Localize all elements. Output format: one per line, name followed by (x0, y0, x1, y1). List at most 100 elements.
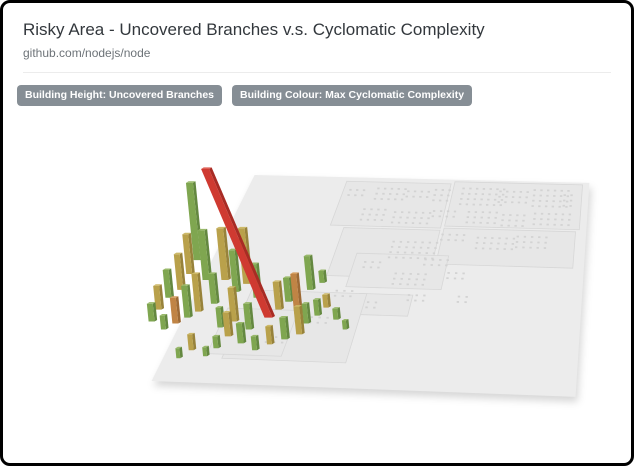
flat-building-dot (387, 256, 391, 259)
flat-building-dot (395, 256, 398, 259)
building-front-face (250, 336, 258, 351)
building-bar[interactable] (146, 301, 158, 322)
building-bar[interactable] (228, 248, 242, 292)
flat-building-dot (310, 316, 314, 318)
flat-building-dot (409, 256, 412, 259)
building-bar[interactable] (265, 324, 275, 345)
flat-building-dot (529, 246, 532, 249)
card-header: Risky Area - Uncovered Branches v.s. Cyc… (3, 3, 631, 74)
flat-building-dot (494, 216, 497, 219)
building-bar[interactable] (290, 272, 303, 314)
flat-building-dot (412, 195, 415, 198)
building-front-face (318, 270, 325, 283)
building-bar[interactable] (303, 254, 316, 290)
building-bar[interactable] (202, 345, 210, 357)
flat-building-dot (519, 190, 523, 193)
flat-building-dot (406, 240, 410, 243)
flat-building-dot (465, 203, 469, 206)
building-top-face (182, 232, 191, 235)
building-front-face (332, 308, 339, 320)
building-front-face (215, 307, 223, 328)
building-bar[interactable] (279, 315, 290, 340)
flat-building-dot (390, 187, 394, 190)
flat-building-dot (504, 201, 507, 203)
building-bar[interactable] (222, 310, 234, 337)
flat-building-dot (427, 190, 430, 193)
building-bar[interactable] (191, 272, 204, 312)
flat-building-dot (544, 241, 547, 244)
building-bar[interactable] (162, 268, 174, 298)
building-front-face (293, 306, 303, 335)
flat-building-dot (544, 205, 548, 208)
flat-building-dot (413, 190, 417, 193)
flat-building-dot (350, 289, 354, 292)
flat-building-dot (421, 299, 425, 302)
flat-building-dot (565, 200, 569, 203)
building-bar[interactable] (216, 226, 231, 280)
building-bar[interactable] (208, 272, 220, 304)
flat-building-dot (522, 241, 526, 243)
building-bar[interactable] (332, 306, 341, 320)
building-bar[interactable] (181, 284, 193, 318)
flat-building-dot (512, 190, 516, 193)
flat-building-dot (420, 190, 424, 193)
flat-building-dot (390, 245, 394, 248)
flat-building-dot (547, 189, 550, 192)
building-bar[interactable] (301, 301, 312, 324)
building-top-face (279, 315, 288, 318)
building-side-face (188, 232, 195, 274)
district-plate (444, 181, 583, 230)
building-bar[interactable] (212, 334, 222, 349)
building-bar[interactable] (159, 313, 169, 330)
building-bar[interactable] (201, 167, 276, 318)
flat-building-dot (404, 188, 407, 190)
code-city-canvas[interactable] (3, 108, 631, 440)
flat-building-dot (560, 189, 563, 192)
flat-building-dot (448, 233, 451, 236)
flat-building-dot (403, 251, 407, 254)
building-bar[interactable] (293, 304, 305, 335)
flat-building-dot (366, 218, 370, 221)
building-top-face (187, 332, 195, 335)
flat-building-dot (432, 209, 436, 212)
flat-building-dot (335, 289, 338, 292)
flat-building-dot (447, 238, 450, 241)
building-bar[interactable] (322, 293, 331, 308)
building-top-face (215, 305, 223, 308)
flat-building-dot (501, 193, 505, 196)
building-bar[interactable] (272, 280, 284, 310)
flat-building-dot (540, 218, 543, 220)
flat-building-dot (499, 204, 502, 206)
building-bar[interactable] (312, 298, 323, 316)
building-top-face (272, 280, 282, 282)
building-bar[interactable] (182, 232, 195, 274)
flat-building-dot (377, 208, 380, 211)
building-bar[interactable] (250, 334, 260, 351)
flat-building-dot (554, 213, 558, 215)
flat-building-dot (428, 241, 432, 244)
building-bar[interactable] (175, 346, 183, 359)
building-bar[interactable] (318, 269, 328, 283)
flat-building-dot (540, 189, 543, 192)
flat-building-dot (489, 187, 492, 190)
code-city-chart-area (3, 108, 631, 440)
flat-building-dot (475, 241, 479, 244)
flat-building-dot (349, 188, 352, 191)
flat-building-dot (374, 301, 378, 304)
building-bar[interactable] (173, 252, 186, 290)
building-bar[interactable] (341, 318, 350, 330)
building-bar[interactable] (197, 228, 213, 280)
flat-building-dot (460, 197, 463, 200)
building-bar[interactable] (235, 321, 247, 344)
flat-building-dot (515, 246, 518, 248)
building-side-face (192, 332, 197, 351)
building-bar[interactable] (243, 301, 255, 330)
flat-building-dot (415, 294, 418, 297)
building-bar[interactable] (169, 296, 181, 324)
flat-building-dot (391, 282, 394, 285)
flat-building-dot (512, 237, 516, 240)
building-bar[interactable] (227, 286, 240, 322)
flat-building-dot (457, 295, 461, 298)
building-bar[interactable] (187, 332, 197, 351)
flat-building-dot (522, 219, 525, 222)
